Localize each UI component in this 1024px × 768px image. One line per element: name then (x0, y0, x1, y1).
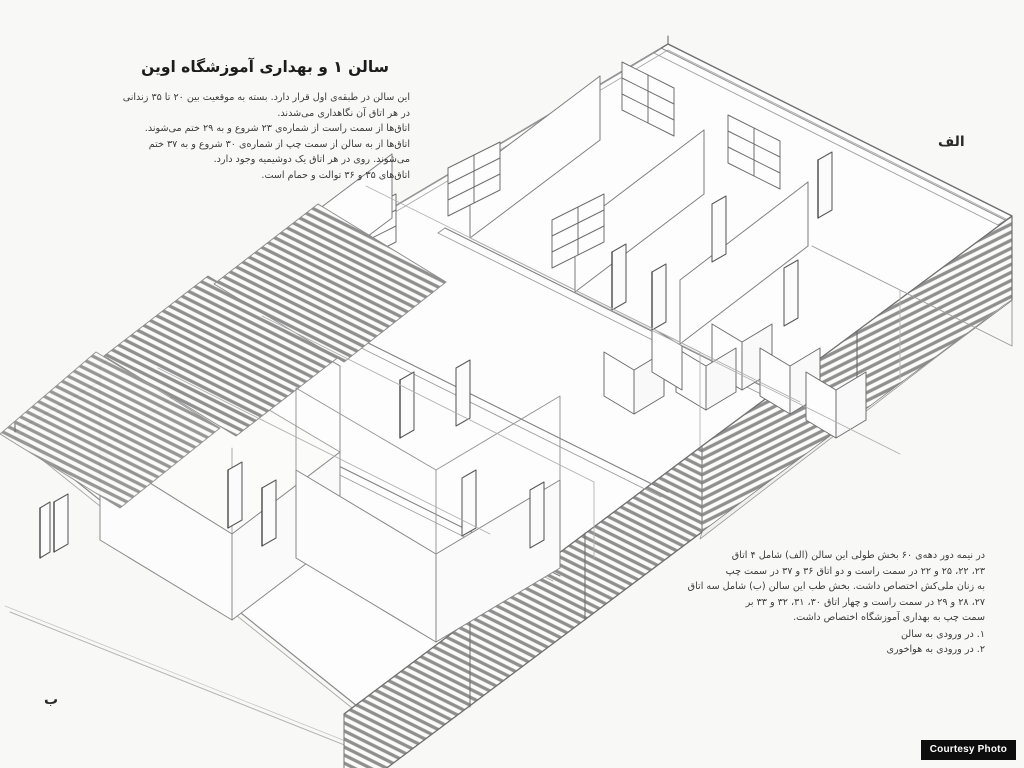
page-title: سالن ۱ و بهداری آموزشگاه اوین (141, 58, 389, 76)
title-block: سالن ۱ و بهداری آموزشگاه اوین این سالن د… (120, 56, 410, 183)
intro-line: در هر اتاق آن نگاهداری می‌شدند. (277, 107, 410, 119)
note-block: در نیمه دور دهه‌ی ۶۰ بخش طولی این سالن (… (645, 548, 985, 658)
note-line: در نیمه دور دهه‌ی ۶۰ بخش طولی این سالن (… (731, 550, 985, 561)
corner-uprights (14, 35, 1013, 433)
intro-line: این سالن در طبقه‌ی اول قرار دارد. بسته ب… (122, 92, 410, 104)
intro-line: اتاق‌ها از به سالن از سمت چپ از شماره‌ی … (148, 138, 410, 150)
partitions-upper-range (469, 75, 809, 345)
intro-line: اتاق‌ها از سمت راست از شماره‌ی ۲۳ شروع و… (144, 123, 410, 135)
washroom-cubicle-row (603, 327, 683, 415)
interior-floor-lines (157, 185, 901, 561)
legend-item: ۲. در ورودی به هواخوری (886, 644, 985, 656)
plan-geometry (0, 35, 1013, 768)
note-line: ۲۳، ۲۲، ۲۵ و ۲۲ در سمت راست و دو اتاق ۳۶… (725, 565, 985, 577)
toilet-cubicle-cluster (675, 323, 867, 439)
west-ventilation-louvers (0, 203, 447, 509)
corner-label-alef: الف (938, 134, 965, 150)
partitions-lower-range (295, 387, 561, 643)
courtesy-photo-watermark: Courtesy Photo (920, 740, 1016, 760)
note-line: ۲۷، ۲۸ و ۲۹ در سمت راست و چهار اتاق ۳۰، … (745, 596, 985, 608)
note-line: سمت چپ به بهداری آموزشگاه اختصاص داشت. (793, 612, 985, 624)
intro-line: اتاق‌های ۳۵ و ۳۶ توالت و حمام است. (261, 169, 410, 181)
intro-paragraph: این سالن در طبقه‌ی اول قرار دارد. بسته ب… (120, 90, 410, 183)
legend-list: ۱. در ورودی به سالن ۲. در ورودی به هواخو… (645, 627, 985, 658)
intro-line: می‌شوند. روی در هر اتاق یک دوشیمیه وجود … (213, 154, 410, 166)
legend-item: ۱. در ورودی به سالن (901, 628, 985, 640)
door-jambs (39, 159, 819, 559)
corner-label-be: ب (44, 692, 59, 708)
note-line: به زنان ملی‌کش اختصاص داشت. بخش طب این س… (687, 581, 985, 593)
note-paragraph: در نیمه دور دهه‌ی ۶۰ بخش طولی این سالن (… (645, 548, 985, 626)
perimeter-wall-northeast (653, 43, 1013, 226)
